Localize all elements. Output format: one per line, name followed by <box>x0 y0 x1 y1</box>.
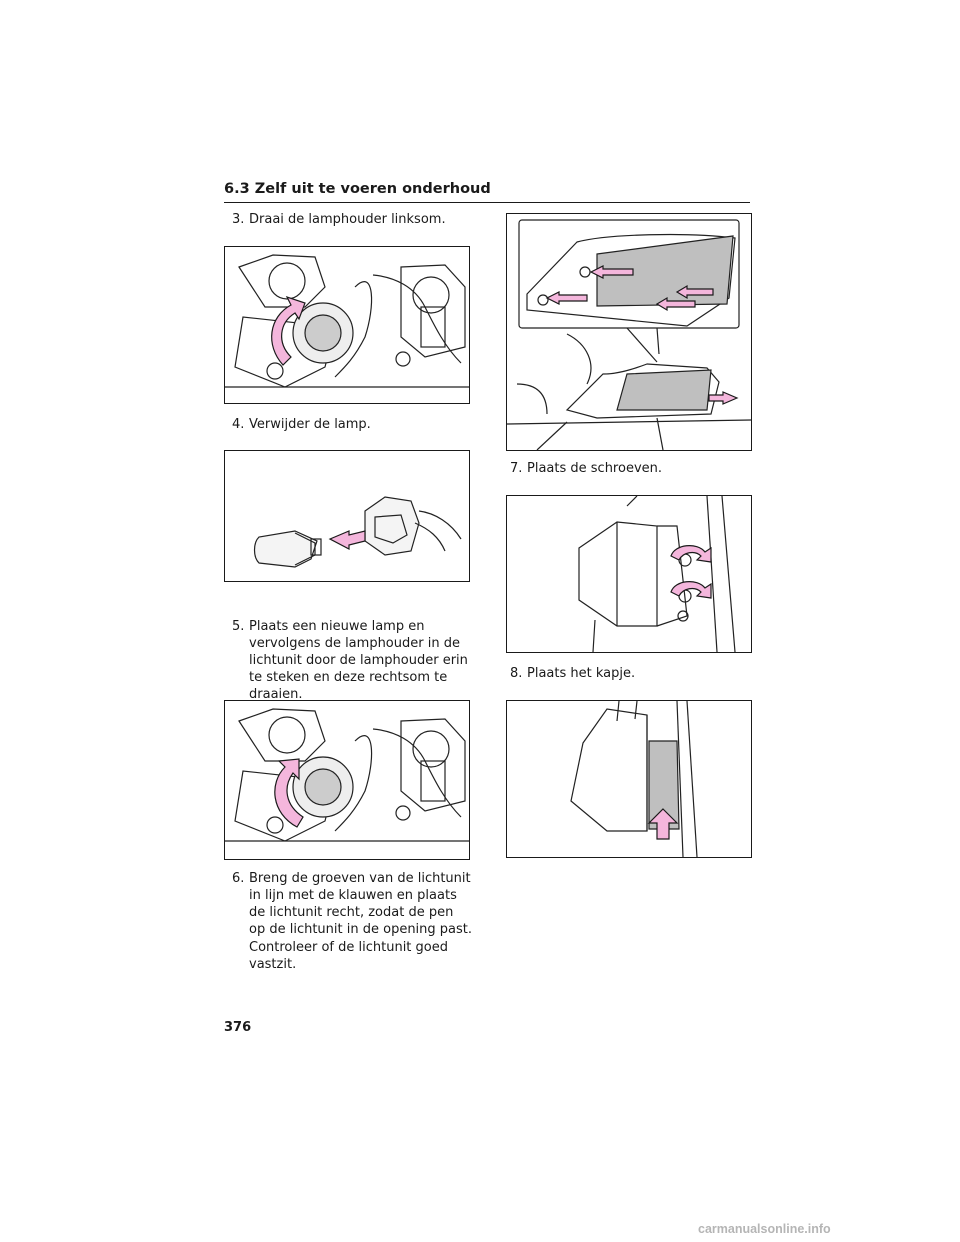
step-6: 6. Breng de groeven van de lichtunit in … <box>232 870 472 938</box>
pull-arrow <box>328 530 366 550</box>
light-unit-installation-illustration <box>507 219 751 450</box>
step-number: 4. <box>232 417 245 432</box>
figure-screws <box>506 495 752 653</box>
screws-installation-illustration <box>578 496 736 652</box>
step-number: 3. <box>232 212 245 227</box>
page-number: 376 <box>224 1020 252 1035</box>
step-8: 8. Plaats het kapje. <box>510 665 750 682</box>
figure-rotate-cw <box>224 700 470 860</box>
step-text: Plaats de schroeven. <box>527 461 663 476</box>
rotate-ccw-arrow <box>271 295 306 366</box>
step-text: Breng de groeven van de lichtunit in lij… <box>249 871 473 937</box>
step-number: 5. <box>232 619 245 634</box>
push-up-arrow <box>647 808 679 840</box>
watermark: carmanualsonline.info <box>698 1222 831 1236</box>
figure-cover <box>506 700 752 858</box>
figure-bulb-removal <box>224 450 470 582</box>
step-5: 5. Plaats een nieuwe lamp en vervolgens … <box>232 618 472 703</box>
step-text: Verwijder de lamp. <box>249 417 371 432</box>
step-7: 7. Plaats de schroeven. <box>510 460 750 477</box>
direction-arrows <box>545 265 739 405</box>
section-header: 6.3 Zelf uit te voeren onderhoud <box>224 178 750 203</box>
step-4: 4. Verwijder de lamp. <box>232 416 472 433</box>
lamp-holder-rotate-clockwise-illustration <box>225 708 469 842</box>
step-number: 7. <box>510 461 523 476</box>
section-title: 6.3 Zelf uit te voeren onderhoud <box>224 181 491 197</box>
step-text: Plaats een nieuwe lamp en vervolgens de … <box>249 619 468 702</box>
step-6-note: Controleer of de lichtunit goed vastzit. <box>249 940 448 972</box>
step-number: 8. <box>510 666 523 681</box>
step-3: 3. Draai de lamphouder linksom. <box>232 211 472 228</box>
lamp-holder-rotate-counterclockwise-illustration <box>225 254 469 388</box>
step-text: Plaats het kapje. <box>527 666 636 681</box>
figure-rotate-ccw <box>224 246 470 404</box>
rotate-cw-arrow <box>274 758 304 828</box>
tighten-arrows <box>670 545 712 599</box>
bulb-removal-illustration <box>253 496 462 568</box>
step-number: 6. <box>232 871 245 886</box>
step-text: Draai de lamphouder linksom. <box>249 212 446 227</box>
cover-installation-illustration <box>570 701 698 857</box>
figure-light-unit <box>506 213 752 451</box>
